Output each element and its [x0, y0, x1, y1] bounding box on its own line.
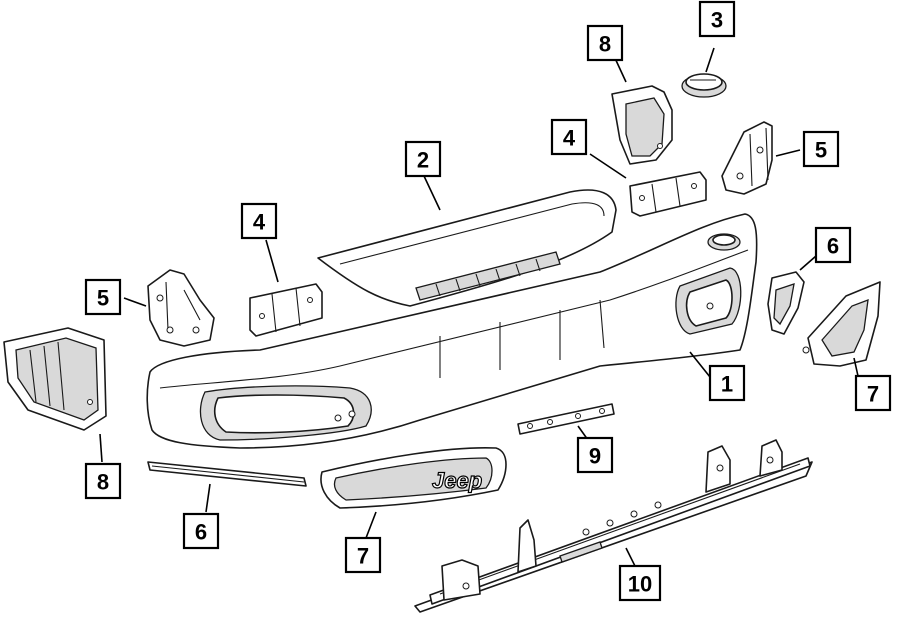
- callout-9-label: 9: [589, 444, 601, 469]
- leader-2: [423, 175, 441, 211]
- callout-7-left: 7: [344, 536, 382, 574]
- leader-3: [705, 47, 715, 73]
- callout-1: 1: [708, 364, 746, 402]
- callout-7-right-label: 7: [867, 382, 879, 407]
- part-6-trim-right: [767, 271, 805, 335]
- part-6-strip-left: [147, 461, 307, 487]
- callout-3-label: 3: [711, 8, 723, 33]
- leader-6b: [799, 255, 817, 271]
- part-5-plate-right: [721, 121, 773, 195]
- leader-7b: [853, 357, 859, 377]
- callout-4-left-label: 4: [253, 210, 266, 235]
- callout-4-left: 4: [240, 202, 278, 240]
- part-7-fascia-right: [802, 281, 881, 367]
- callout-7-left-label: 7: [357, 544, 369, 569]
- leader-4b: [589, 153, 627, 179]
- callout-9: 9: [576, 436, 614, 474]
- part-1-bumper: [146, 213, 758, 449]
- callout-2: 2: [404, 140, 442, 178]
- callout-1-label: 1: [721, 372, 733, 397]
- part-2-step-pad: [317, 189, 617, 307]
- callout-5-right: 5: [802, 130, 840, 168]
- callout-4-right-label: 4: [563, 126, 576, 151]
- callout-5-left: 5: [84, 278, 122, 316]
- callout-6-right-label: 6: [827, 234, 839, 259]
- part-3-cap: [681, 73, 727, 98]
- part-8-endcap-right: [611, 85, 673, 165]
- leader-10: [625, 547, 637, 569]
- callout-2-label: 2: [417, 148, 429, 173]
- callout-8-right-label: 8: [599, 32, 611, 57]
- part-10-crossmember: [414, 439, 813, 613]
- callout-6-left: 6: [182, 512, 220, 550]
- callout-5-left-label: 5: [97, 286, 109, 311]
- leader-4a: [265, 239, 279, 283]
- callout-10: 10: [618, 564, 662, 602]
- leader-5b: [775, 149, 801, 157]
- leader-5a: [123, 297, 147, 307]
- callout-3: 3: [698, 0, 736, 38]
- callout-4-right: 4: [550, 118, 588, 156]
- leader-6a: [205, 483, 211, 513]
- callout-7-right: 7: [854, 374, 892, 412]
- callout-6-left-label: 6: [195, 520, 207, 545]
- part-4-bracket-right: [629, 171, 707, 217]
- jeep-logo: Jeep: [432, 468, 482, 493]
- part-7-fascia-left: Jeep: [320, 446, 507, 509]
- part-8-endcap-left: [3, 327, 107, 431]
- callout-8-left: 8: [84, 462, 122, 500]
- part-4-bracket-left: [249, 283, 323, 337]
- part-9-plate: [517, 403, 615, 435]
- leader-7a: [365, 511, 377, 539]
- callout-8-right: 8: [586, 24, 624, 62]
- leader-8a: [99, 433, 103, 463]
- part-5-plate-left: [147, 269, 215, 347]
- callout-10-label: 10: [628, 572, 652, 597]
- callout-6-right: 6: [814, 226, 852, 264]
- callout-5-right-label: 5: [815, 138, 827, 163]
- callout-8-left-label: 8: [97, 470, 109, 495]
